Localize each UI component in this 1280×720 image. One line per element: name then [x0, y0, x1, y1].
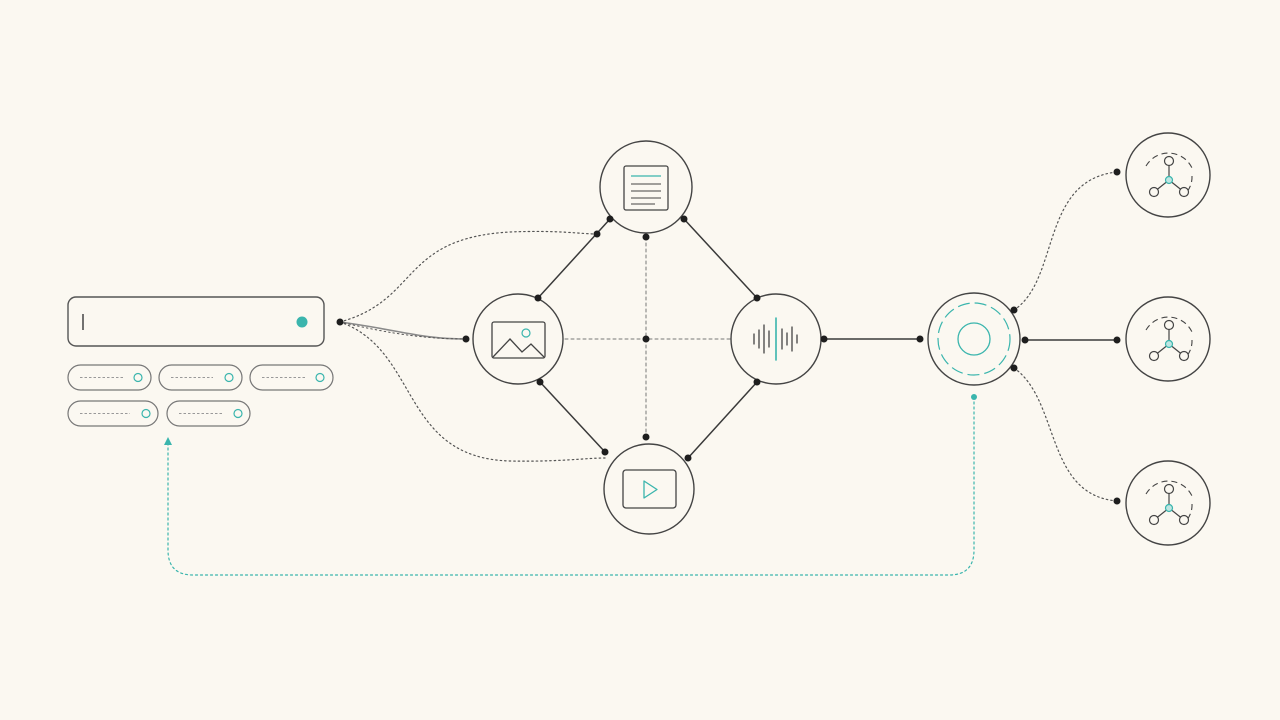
junction-dot	[642, 233, 650, 241]
junction-dot	[642, 433, 650, 441]
junction-dot	[534, 294, 542, 302]
link-input-image-dotted	[339, 321, 467, 340]
option-chip[interactable]	[67, 400, 159, 427]
image-icon	[491, 321, 546, 359]
feedback-start-dot	[971, 394, 977, 400]
chip-radio-icon	[224, 372, 234, 383]
junction-dot	[1113, 497, 1121, 505]
option-chip[interactable]	[166, 400, 251, 427]
prompt-input[interactable]	[67, 296, 325, 347]
network-graph-icon	[1148, 319, 1190, 362]
link-input-document	[339, 230, 598, 323]
chip-radio-icon	[133, 372, 143, 383]
junction-dot	[1010, 364, 1018, 372]
document-icon	[623, 165, 669, 211]
junction-dot	[1113, 168, 1121, 176]
output-node	[1125, 132, 1211, 218]
junction-dot	[601, 448, 609, 456]
junction-dot	[462, 335, 470, 343]
chip-radio-icon	[141, 408, 151, 419]
link-input-video	[339, 321, 606, 462]
input-panel	[67, 296, 334, 427]
audio-node	[730, 293, 822, 385]
send-indicator-dot[interactable]	[296, 316, 308, 328]
fusion-ring-icon	[937, 302, 1011, 376]
edge-document-image	[537, 218, 611, 299]
junction-dot	[642, 335, 650, 343]
edge-audio-video	[687, 381, 758, 459]
edge-image-video	[539, 381, 606, 453]
option-chip[interactable]	[67, 364, 152, 391]
video-node	[603, 443, 695, 535]
network-graph-icon	[1148, 483, 1190, 526]
feedback-loop	[167, 396, 975, 576]
feedback-arrowhead	[164, 437, 172, 445]
link-fusion-output-bottom	[1013, 367, 1118, 502]
junction-dot	[336, 318, 344, 326]
junction-dot	[1113, 336, 1121, 344]
option-chip[interactable]	[158, 364, 243, 391]
link-input-image	[339, 321, 467, 340]
document-node	[599, 140, 693, 234]
connectors	[164, 171, 1118, 576]
junction-dot	[916, 335, 924, 343]
option-chip[interactable]	[249, 364, 334, 391]
junction-dot	[606, 215, 614, 223]
audio-waveform-icon	[753, 317, 798, 361]
junction-dot	[1021, 336, 1029, 344]
junction-dot	[536, 378, 544, 386]
image-node	[472, 293, 564, 385]
fusion-node	[927, 292, 1021, 386]
network-graph-icon	[1148, 155, 1190, 198]
chip-radio-icon	[233, 408, 243, 419]
output-node	[1125, 296, 1211, 382]
junction-dot	[753, 294, 761, 302]
output-node	[1125, 460, 1211, 546]
junction-dot	[820, 335, 828, 343]
chip-radio-icon	[315, 372, 325, 383]
junction-dot	[753, 378, 761, 386]
link-fusion-output-top	[1013, 171, 1118, 311]
edge-document-audio	[683, 218, 758, 299]
connection-points	[336, 168, 1121, 505]
junction-dot	[680, 215, 688, 223]
junction-dot	[684, 454, 692, 462]
junction-dot	[593, 230, 601, 238]
junction-dot	[1010, 306, 1018, 314]
video-play-icon	[622, 469, 677, 509]
